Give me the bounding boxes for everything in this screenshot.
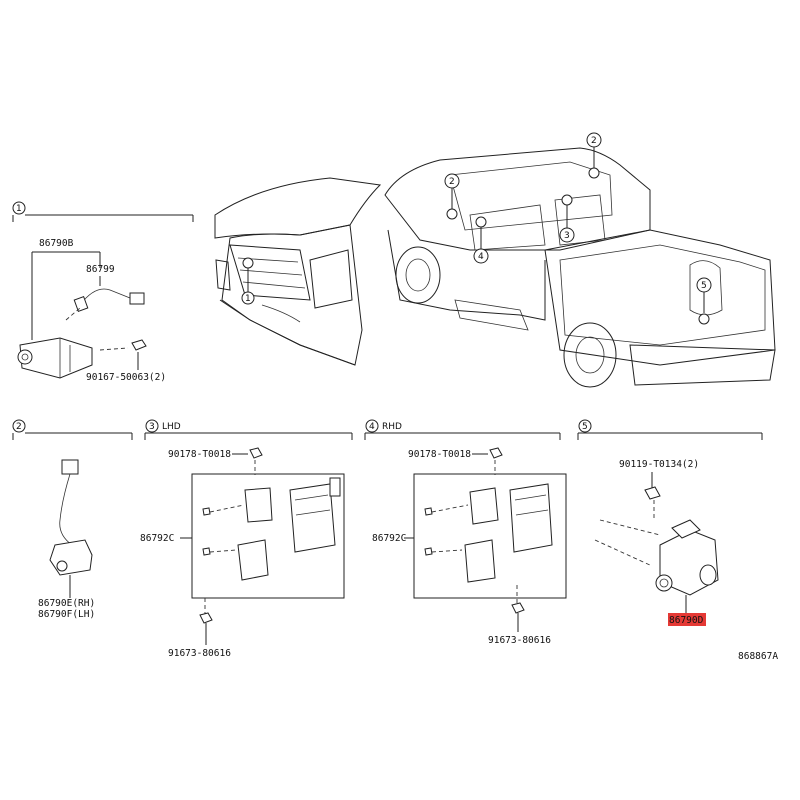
callout-3: 3: [559, 194, 575, 243]
section-3-marker: 3: [149, 422, 155, 432]
section-2-marker: 2: [16, 422, 22, 432]
section-3-title: LHD: [162, 422, 181, 432]
section-5-marker: 5: [582, 422, 588, 432]
svg-text:2: 2: [591, 136, 597, 146]
part-label-86799: 86799: [86, 264, 115, 275]
section-5: 5 90119-T0134(2) 86790D: [577, 419, 763, 626]
part-label-90119: 90119-T0134(2): [619, 459, 699, 470]
section-1-marker: 1: [16, 204, 22, 214]
section-4-marker: 4: [369, 422, 375, 432]
callout-5: 5: [696, 277, 712, 325]
part-highlight-86790D: [668, 613, 706, 626]
section-1: 1 86790B 86799 90167-50063(2): [12, 201, 194, 383]
part-label-90167: 90167-50063(2): [86, 372, 166, 383]
svg-text:5: 5: [701, 281, 707, 291]
part-label-86790F: 86790F(LH): [38, 609, 95, 620]
section-3: 3 LHD 90178-T0018 86792C 91673-80616: [140, 419, 353, 659]
section-4: 4 RHD 90178-T0018 86792C 91673-80616: [364, 419, 567, 646]
part-label-86790D: 86790D: [669, 615, 704, 626]
part-label-90178-rhd: 90178-T0018: [408, 449, 471, 460]
part-label-86792C-rhd: 86792C: [372, 533, 406, 544]
svg-text:3: 3: [564, 231, 570, 241]
diagram-id: 868867A: [738, 651, 778, 662]
callout-2-mirror: 2: [444, 173, 460, 220]
vehicle-front-view: [214, 177, 382, 366]
section-2: 2 86790E(RH) 86790F(LH): [12, 419, 133, 620]
callout-4: 4: [473, 216, 489, 264]
section-4-title: RHD: [382, 422, 402, 432]
part-label-91673-lhd: 91673-80616: [168, 648, 231, 659]
callout-1-front: 1: [241, 257, 255, 305]
part-label-86790B: 86790B: [39, 238, 74, 249]
callout-label: 1: [245, 294, 251, 304]
vehicle-rear-view: [384, 147, 776, 388]
callout-2-roof: 2: [586, 132, 602, 179]
part-label-91673-rhd: 91673-80616: [488, 635, 551, 646]
part-label-86792C-lhd: 86792C: [140, 533, 174, 544]
part-label-90178-lhd: 90178-T0018: [168, 449, 231, 460]
part-label-86790E: 86790E(RH): [38, 598, 95, 609]
svg-text:4: 4: [478, 252, 484, 262]
svg-text:2: 2: [449, 177, 455, 187]
